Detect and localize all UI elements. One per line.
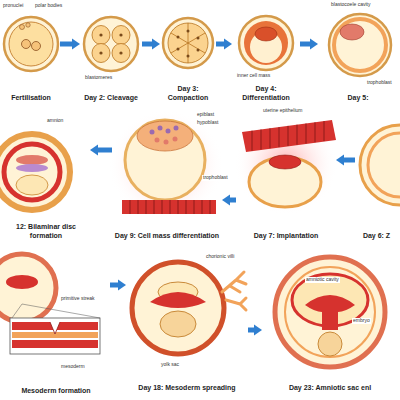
- arrow-shaft: [216, 42, 225, 47]
- arrow-shaft: [97, 148, 112, 153]
- flow-arrow: [60, 39, 80, 50]
- stage-caption: Day 7: Implantation: [236, 232, 336, 240]
- arrow-shaft: [60, 42, 73, 47]
- arrow-head: [224, 39, 232, 50]
- part-label: epiblast: [196, 112, 215, 118]
- implantation-figure: [234, 115, 338, 215]
- flow-arrow: [248, 325, 262, 336]
- stage-caption: Day 5:: [318, 94, 398, 102]
- arrow-shaft: [229, 198, 236, 203]
- flow-arrow: [216, 39, 232, 50]
- flow-arrow: [142, 39, 160, 50]
- stage-caption: Day 9: Cell mass differentiation: [112, 232, 222, 240]
- stage-caption: Day 2: Cleavage: [80, 94, 142, 102]
- part-label: uterine epithelium: [262, 108, 303, 114]
- mesoderm-spreading-figure: [132, 262, 246, 354]
- stage-caption: Day 4: Differentiation: [232, 85, 300, 102]
- flow-arrow: [110, 280, 126, 291]
- arrow-head: [118, 280, 126, 291]
- part-label: mesoderm: [60, 364, 86, 370]
- arrow-shaft: [110, 283, 119, 288]
- stage-figure: Fertilisation: [2, 2, 60, 102]
- part-label: polar bodies: [34, 3, 63, 9]
- stage-caption: Day 6: Z: [355, 232, 398, 240]
- part-label: hypoblast: [196, 120, 219, 126]
- arrow-head: [90, 145, 98, 156]
- stage-figure: Day 7: Implantation: [236, 120, 336, 240]
- arrow-head: [152, 39, 160, 50]
- blastocyst-figure: [329, 14, 391, 76]
- part-label: amniotic cavity: [305, 277, 340, 283]
- part-label: embryo: [352, 318, 371, 324]
- arrow-head: [72, 39, 80, 50]
- stage-caption: Day 18: Mesoderm spreading: [126, 384, 248, 392]
- stage-figure: Day 23: Amniotic sac enl: [262, 252, 398, 392]
- arrow-head: [222, 195, 230, 206]
- arrow-shaft: [248, 328, 255, 333]
- part-label: inner cell mass: [236, 73, 271, 79]
- stage-caption: Day 3: Compaction: [160, 85, 216, 102]
- stage-figure: Day 4: Differentiation: [232, 2, 300, 102]
- stage-caption: Mesoderm formation: [2, 387, 110, 395]
- flow-arrow: [222, 195, 236, 206]
- stage-figure: Day 18: Mesoderm spreading: [126, 252, 248, 392]
- zygote-figure: [4, 17, 58, 71]
- stage-caption: Fertilisation: [2, 94, 60, 102]
- stage-figure: Day 6: Z: [355, 110, 398, 240]
- stage-caption: 12: Bilaminar disc formation: [2, 223, 90, 240]
- bilaminar-figure: [0, 134, 70, 210]
- part-label: blastomeres: [84, 75, 113, 81]
- part-label: trophoblast: [366, 80, 393, 86]
- stage-caption: Day 23: Amniotic sac enl: [262, 384, 398, 392]
- early-blastocyst-figure: [239, 16, 293, 70]
- arrow-head: [310, 39, 318, 50]
- stage-figure: 12: Bilaminar disc formation: [2, 115, 90, 240]
- flow-arrow: [336, 155, 355, 166]
- part-label: chorionic villi: [205, 254, 235, 260]
- stage-figure: Day 2: Cleavage: [80, 2, 142, 102]
- part-label: trophoblast: [202, 175, 229, 181]
- flow-arrow: [90, 145, 112, 156]
- part-label: amnion: [46, 118, 64, 124]
- part-label: yolk sac: [160, 362, 180, 368]
- arrow-shaft: [343, 158, 355, 163]
- arrow-head: [254, 325, 262, 336]
- stage-figure: Day 3: Compaction: [160, 2, 216, 102]
- morula-figure: [163, 18, 213, 68]
- part-label: pronuclei: [2, 3, 24, 9]
- hatching-figure: [360, 125, 400, 205]
- stage-figure: Mesoderm formation: [2, 250, 110, 395]
- arrow-shaft: [142, 42, 153, 47]
- cell-mass-figure: [108, 110, 224, 220]
- flow-arrow: [300, 39, 318, 50]
- part-label: primitive streak: [60, 296, 96, 302]
- arrow-shaft: [300, 42, 311, 47]
- stage-figure: Day 5:: [318, 2, 398, 102]
- amniotic-sac-figure: [275, 257, 385, 367]
- arrow-head: [336, 155, 344, 166]
- part-label: blastocoele cavity: [330, 2, 371, 8]
- stage-figure: Day 9: Cell mass differentiation: [112, 108, 222, 240]
- cleavage-figure: [84, 17, 138, 71]
- mesoderm-figure: [0, 254, 100, 354]
